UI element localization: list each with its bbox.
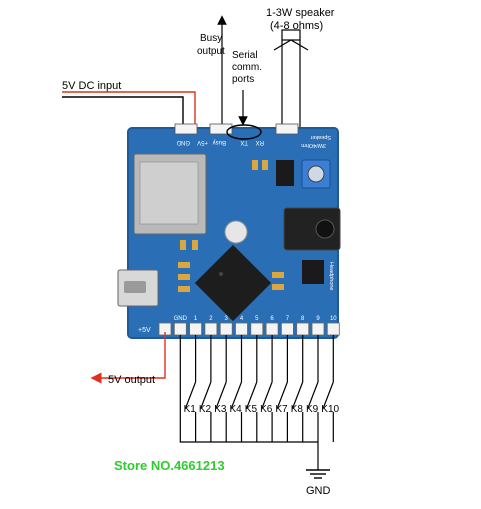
switch-label-7: K8 — [291, 404, 304, 415]
bottom-pin-3 — [204, 322, 218, 336]
bottom-pin-10 — [311, 322, 325, 336]
busy-label: Busy — [200, 33, 222, 44]
switch-label-8: K9 — [306, 404, 319, 415]
bottom-pin-11 — [326, 322, 340, 336]
headphone-jack — [283, 207, 341, 251]
switch-label-4: K5 — [245, 404, 258, 415]
main-chip — [194, 244, 272, 322]
switch-contact-5 — [261, 381, 273, 409]
bottom-pin-1 — [173, 322, 187, 336]
switch-contact-6 — [276, 381, 288, 409]
bottom-pin-label-9: 9 — [316, 316, 320, 322]
bottom-pin-label-1: 1 — [194, 316, 198, 322]
top-pin-label-0: GND — [176, 139, 190, 145]
switch-label-1: K2 — [199, 404, 212, 415]
switch-label-5: K6 — [260, 404, 273, 415]
bottom-pin-label-4: 4 — [240, 316, 244, 322]
switch-contact-7 — [292, 381, 304, 409]
serial-comm-label: comm. — [232, 62, 262, 73]
gnd-bus-wire — [179, 335, 318, 443]
bottom-pin-4 — [219, 322, 233, 336]
bottom-pin-label-7: 7 — [286, 316, 290, 322]
speaker-silk: Speaker — [310, 134, 331, 140]
switch-contact-4 — [246, 381, 258, 409]
v-output-red-wire — [90, 332, 166, 384]
top-pin-label-2: Busy — [213, 139, 226, 145]
gnd-symbol — [306, 442, 330, 479]
bottom-pin-label-3: 3 — [225, 316, 229, 322]
headphone-silk: Headphone — [328, 262, 334, 290]
top-pin-labels: GND +5V Busy TX RX — [176, 139, 264, 145]
bottom-pin-9 — [296, 322, 310, 336]
store-label: Store NO.4661213 — [114, 458, 225, 473]
bottom-pin-2 — [189, 322, 203, 336]
switch-contact-3 — [230, 381, 243, 409]
bottom-pin-label-5: 5 — [255, 316, 259, 322]
switch-contact-8 — [307, 381, 319, 409]
top-pin-header — [174, 123, 299, 140]
dc-input-black-wire — [62, 96, 184, 130]
busy-output-label: output — [197, 46, 225, 57]
top-pin-label-1: +5V — [197, 139, 208, 145]
top-pin-label-3: TX — [240, 139, 248, 145]
pcb-board: Speaker 3W/4Ohm Headphone GND +5V Busy TX RX… — [117, 123, 341, 339]
serial-label: Serial — [232, 50, 258, 61]
bottom-pin-label-10: 10 — [330, 316, 337, 322]
bottom-pin-label-6: 6 — [270, 316, 274, 322]
speaker-silk-2: 3W/4Ohm — [301, 142, 326, 148]
gnd-label: GND — [306, 485, 331, 497]
bottom-left-label: +5V — [138, 327, 151, 334]
switch-contact-2 — [215, 381, 227, 409]
capacitor — [224, 220, 248, 244]
switch-contact-1 — [200, 381, 212, 409]
v-output-label: 5V output — [108, 374, 155, 386]
speaker-symbol — [273, 29, 309, 130]
bottom-pin-label-2: 2 — [209, 316, 213, 322]
bottom-pin-8 — [280, 322, 294, 336]
switch-label-9: K10 — [321, 404, 339, 415]
bottom-pin-5 — [235, 322, 248, 336]
bottom-pin-label-0: GND — [174, 316, 188, 322]
bottom-pin-label-8: 8 — [301, 316, 305, 322]
switch-label-0: K1 — [184, 404, 197, 415]
top-pin-label-4: RX — [256, 139, 264, 145]
amp-chip — [276, 160, 294, 186]
dc-input-red-wire — [62, 91, 196, 130]
dc-input-label: 5V DC input — [62, 80, 121, 92]
bottom-pin-6 — [250, 322, 264, 336]
switch-label-3: K4 — [230, 404, 243, 415]
switch-contact-0 — [185, 381, 197, 409]
speaker-ohms-label: (4-8 ohms) — [270, 20, 323, 32]
bottom-pin-7 — [265, 322, 279, 336]
switch-label-6: K7 — [275, 404, 288, 415]
serial-ports-label: ports — [232, 74, 254, 85]
speaker-label: 1-3W speaker — [266, 7, 335, 19]
bottom-pin-header: GND 1 2 3 4 5 6 7 8 9 10 — [158, 316, 340, 336]
switch-contact-9 — [322, 381, 334, 409]
switch-label-2: K3 — [214, 404, 227, 415]
